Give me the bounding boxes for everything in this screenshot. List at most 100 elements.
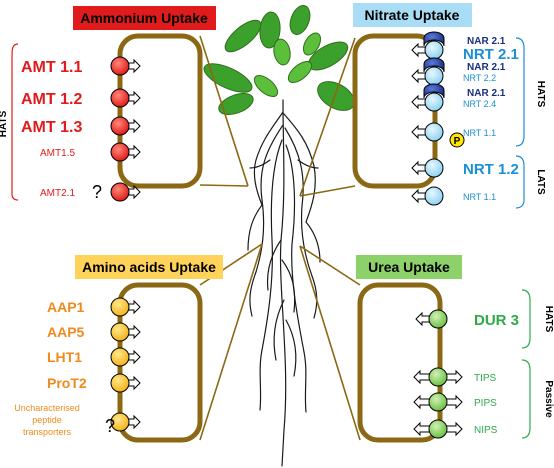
- passive-label: NIPS: [474, 425, 498, 436]
- nrt-label: NRT 1.2: [463, 161, 519, 178]
- nitrate-transporter: NRT 1.1: [411, 186, 496, 206]
- transporter-icon: [424, 186, 444, 206]
- nrt-label: NRT 1.1: [463, 192, 496, 202]
- urea-title-bg: [356, 255, 462, 279]
- connector-lines: [199, 35, 361, 441]
- ammonium-transporter: AMT 1.1: [21, 56, 141, 76]
- nitrate-brackets: [515, 37, 525, 209]
- transporter-icon: [424, 122, 444, 142]
- transporter-icon: [110, 182, 130, 202]
- transporter-icon: [424, 92, 444, 112]
- nitrate-transporter: NRT 1.1: [411, 122, 496, 142]
- amino-title-bg: [75, 255, 223, 279]
- nitrate-transporter: NRT 1.2: [411, 158, 519, 178]
- leaf: [289, 5, 311, 35]
- ammonium-hats-label: HATS: [0, 110, 9, 137]
- transporter-icon: [110, 412, 130, 432]
- transporter-icon: [110, 56, 130, 76]
- leaf: [253, 75, 279, 97]
- svg-text:P: P: [454, 136, 461, 147]
- roots: [247, 99, 321, 467]
- transporter-icon: [424, 40, 444, 60]
- transporter-icon: [428, 392, 448, 412]
- leaf: [287, 61, 313, 83]
- transporter-icon: [110, 373, 130, 393]
- urea-passive-channel: NIPS: [413, 419, 498, 439]
- amino-title: Amino acids Uptake: [82, 259, 216, 275]
- transporter-icon: [424, 158, 444, 178]
- nrt-label: NRT 1.1: [463, 128, 496, 138]
- nrt-label: NRT 2.2: [463, 73, 496, 83]
- ammonium-bracket: [11, 43, 19, 201]
- uncharacterised-line-1: Uncharacterised: [14, 403, 80, 413]
- transporter-label: AMT2.1: [40, 188, 75, 199]
- dur3-label: DUR 3: [474, 312, 519, 329]
- ammonium-transporter: AMT2.1: [40, 182, 141, 202]
- leaf: [259, 11, 281, 49]
- urea-transporter-dur3: DUR 3: [415, 309, 519, 329]
- nitrate-title-bg: [353, 3, 472, 27]
- transporter-icon: [428, 309, 448, 329]
- nar-partner-icon: [423, 83, 445, 99]
- amino-transporter-uncharacterised: [110, 412, 141, 432]
- nitrate-cell-box: [352, 33, 438, 189]
- ammonium-transporter: AMT1.5: [40, 142, 141, 162]
- urea-hats-label: HATS: [543, 306, 554, 333]
- transporter-icon: [110, 116, 130, 136]
- transporter-label: ProT2: [47, 375, 87, 391]
- transporter-label: AMT1.5: [40, 148, 75, 159]
- urea-passive-channel: TIPS: [413, 367, 497, 387]
- nrt-label: NRT 2.1: [463, 46, 519, 63]
- transporter-icon: [110, 142, 130, 162]
- passive-label: TIPS: [474, 373, 497, 384]
- amino-transporter: LHT1: [47, 347, 141, 367]
- urea-cell-box: [357, 282, 443, 443]
- transporter-icon: [110, 347, 130, 367]
- transporter-label: AAP1: [47, 299, 85, 315]
- ammonium-title: Ammonium Uptake: [80, 10, 208, 26]
- amino-transporter: ProT2: [47, 373, 141, 393]
- leaf: [203, 63, 253, 93]
- nar-label: NAR 2.1: [467, 36, 506, 47]
- leaf: [224, 19, 262, 53]
- plant-rosette: [203, 5, 355, 115]
- amino-transporter: AAP1: [47, 297, 141, 317]
- leaf: [302, 32, 322, 56]
- transporter-label: AMT 1.1: [21, 59, 82, 76]
- nar-label: NAR 2.1: [467, 88, 506, 99]
- urea-brackets: [521, 289, 531, 439]
- ammonium-question-mark: ?: [92, 182, 102, 202]
- transporter-icon: [110, 322, 130, 342]
- amino-transporter: AAP5: [47, 322, 141, 342]
- uncharacterised-line-3: transporters: [23, 427, 72, 437]
- transporter-label: AMT 1.3: [21, 119, 82, 136]
- urea-title: Urea Uptake: [368, 259, 450, 275]
- transporter-icon: [428, 367, 448, 387]
- transporter-label: LHT1: [47, 349, 82, 365]
- nrt-label: NRT 2.4: [463, 99, 496, 109]
- urea-transporter-list: DUR 3 TIPS PIPS NIPS: [413, 309, 519, 439]
- ammonium-cell-box: [117, 33, 203, 189]
- urea-panel: Urea Uptake HATS Passive DUR 3 TIPS PIPS NI…: [356, 255, 554, 443]
- leaf: [273, 38, 291, 66]
- phosphorylation-marker: P: [449, 132, 465, 148]
- amino-question-mark: ?: [105, 416, 115, 436]
- leaf: [317, 81, 355, 111]
- transporter-icon: [428, 419, 448, 439]
- ammonium-title-bg: [73, 6, 216, 30]
- transporter-icon: [110, 88, 130, 108]
- passive-label: PIPS: [474, 398, 497, 409]
- transporter-label: AMT 1.2: [21, 91, 82, 108]
- nitrate-lats-label: LATS: [535, 169, 546, 195]
- urea-passive-channel: PIPS: [413, 392, 497, 412]
- urea-passive-label: Passive: [543, 380, 554, 418]
